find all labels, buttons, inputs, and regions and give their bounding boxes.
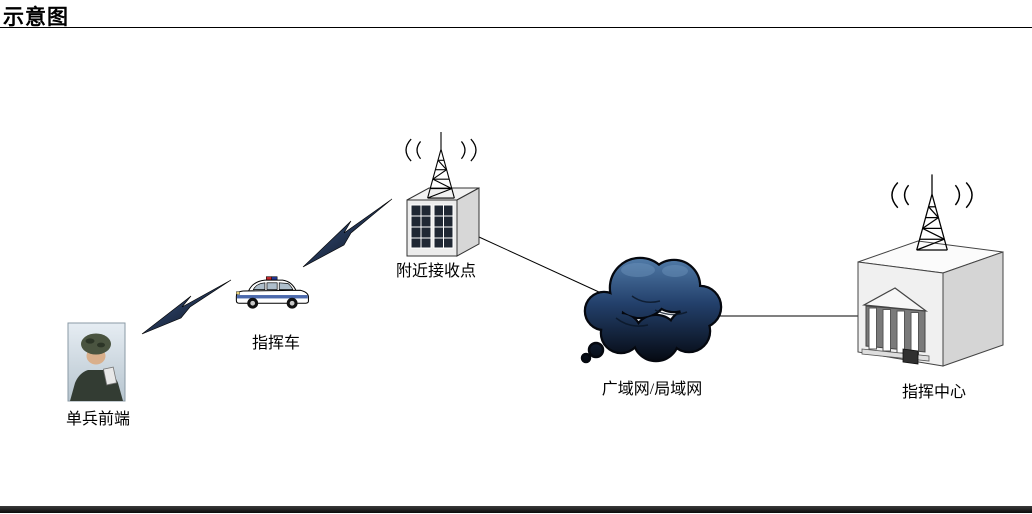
lightning-link-soldier-vehicle-icon [141, 279, 232, 335]
bottom-bar [0, 506, 1032, 513]
header-rule: 示意图 [0, 0, 1032, 29]
lightning-link-vehicle-receiver-icon [302, 198, 393, 268]
soldier-photo [67, 322, 126, 402]
receiver-label: 附近接收点 [395, 263, 477, 280]
equipment-box-icon [406, 187, 480, 257]
network-label: 广域网/局域网 [601, 381, 703, 398]
police-car-icon [235, 276, 309, 309]
command-center-label: 指挥中心 [901, 384, 967, 401]
connection-line-receiver-network [478, 236, 613, 299]
soldier-label: 单兵前端 [65, 411, 131, 428]
command-vehicle-label: 指挥车 [251, 335, 301, 352]
command-center-antenna-icon [891, 173, 973, 251]
network-cloud-icon [580, 256, 723, 364]
page-title: 示意图 [3, 5, 69, 29]
building-icon [857, 240, 1004, 367]
